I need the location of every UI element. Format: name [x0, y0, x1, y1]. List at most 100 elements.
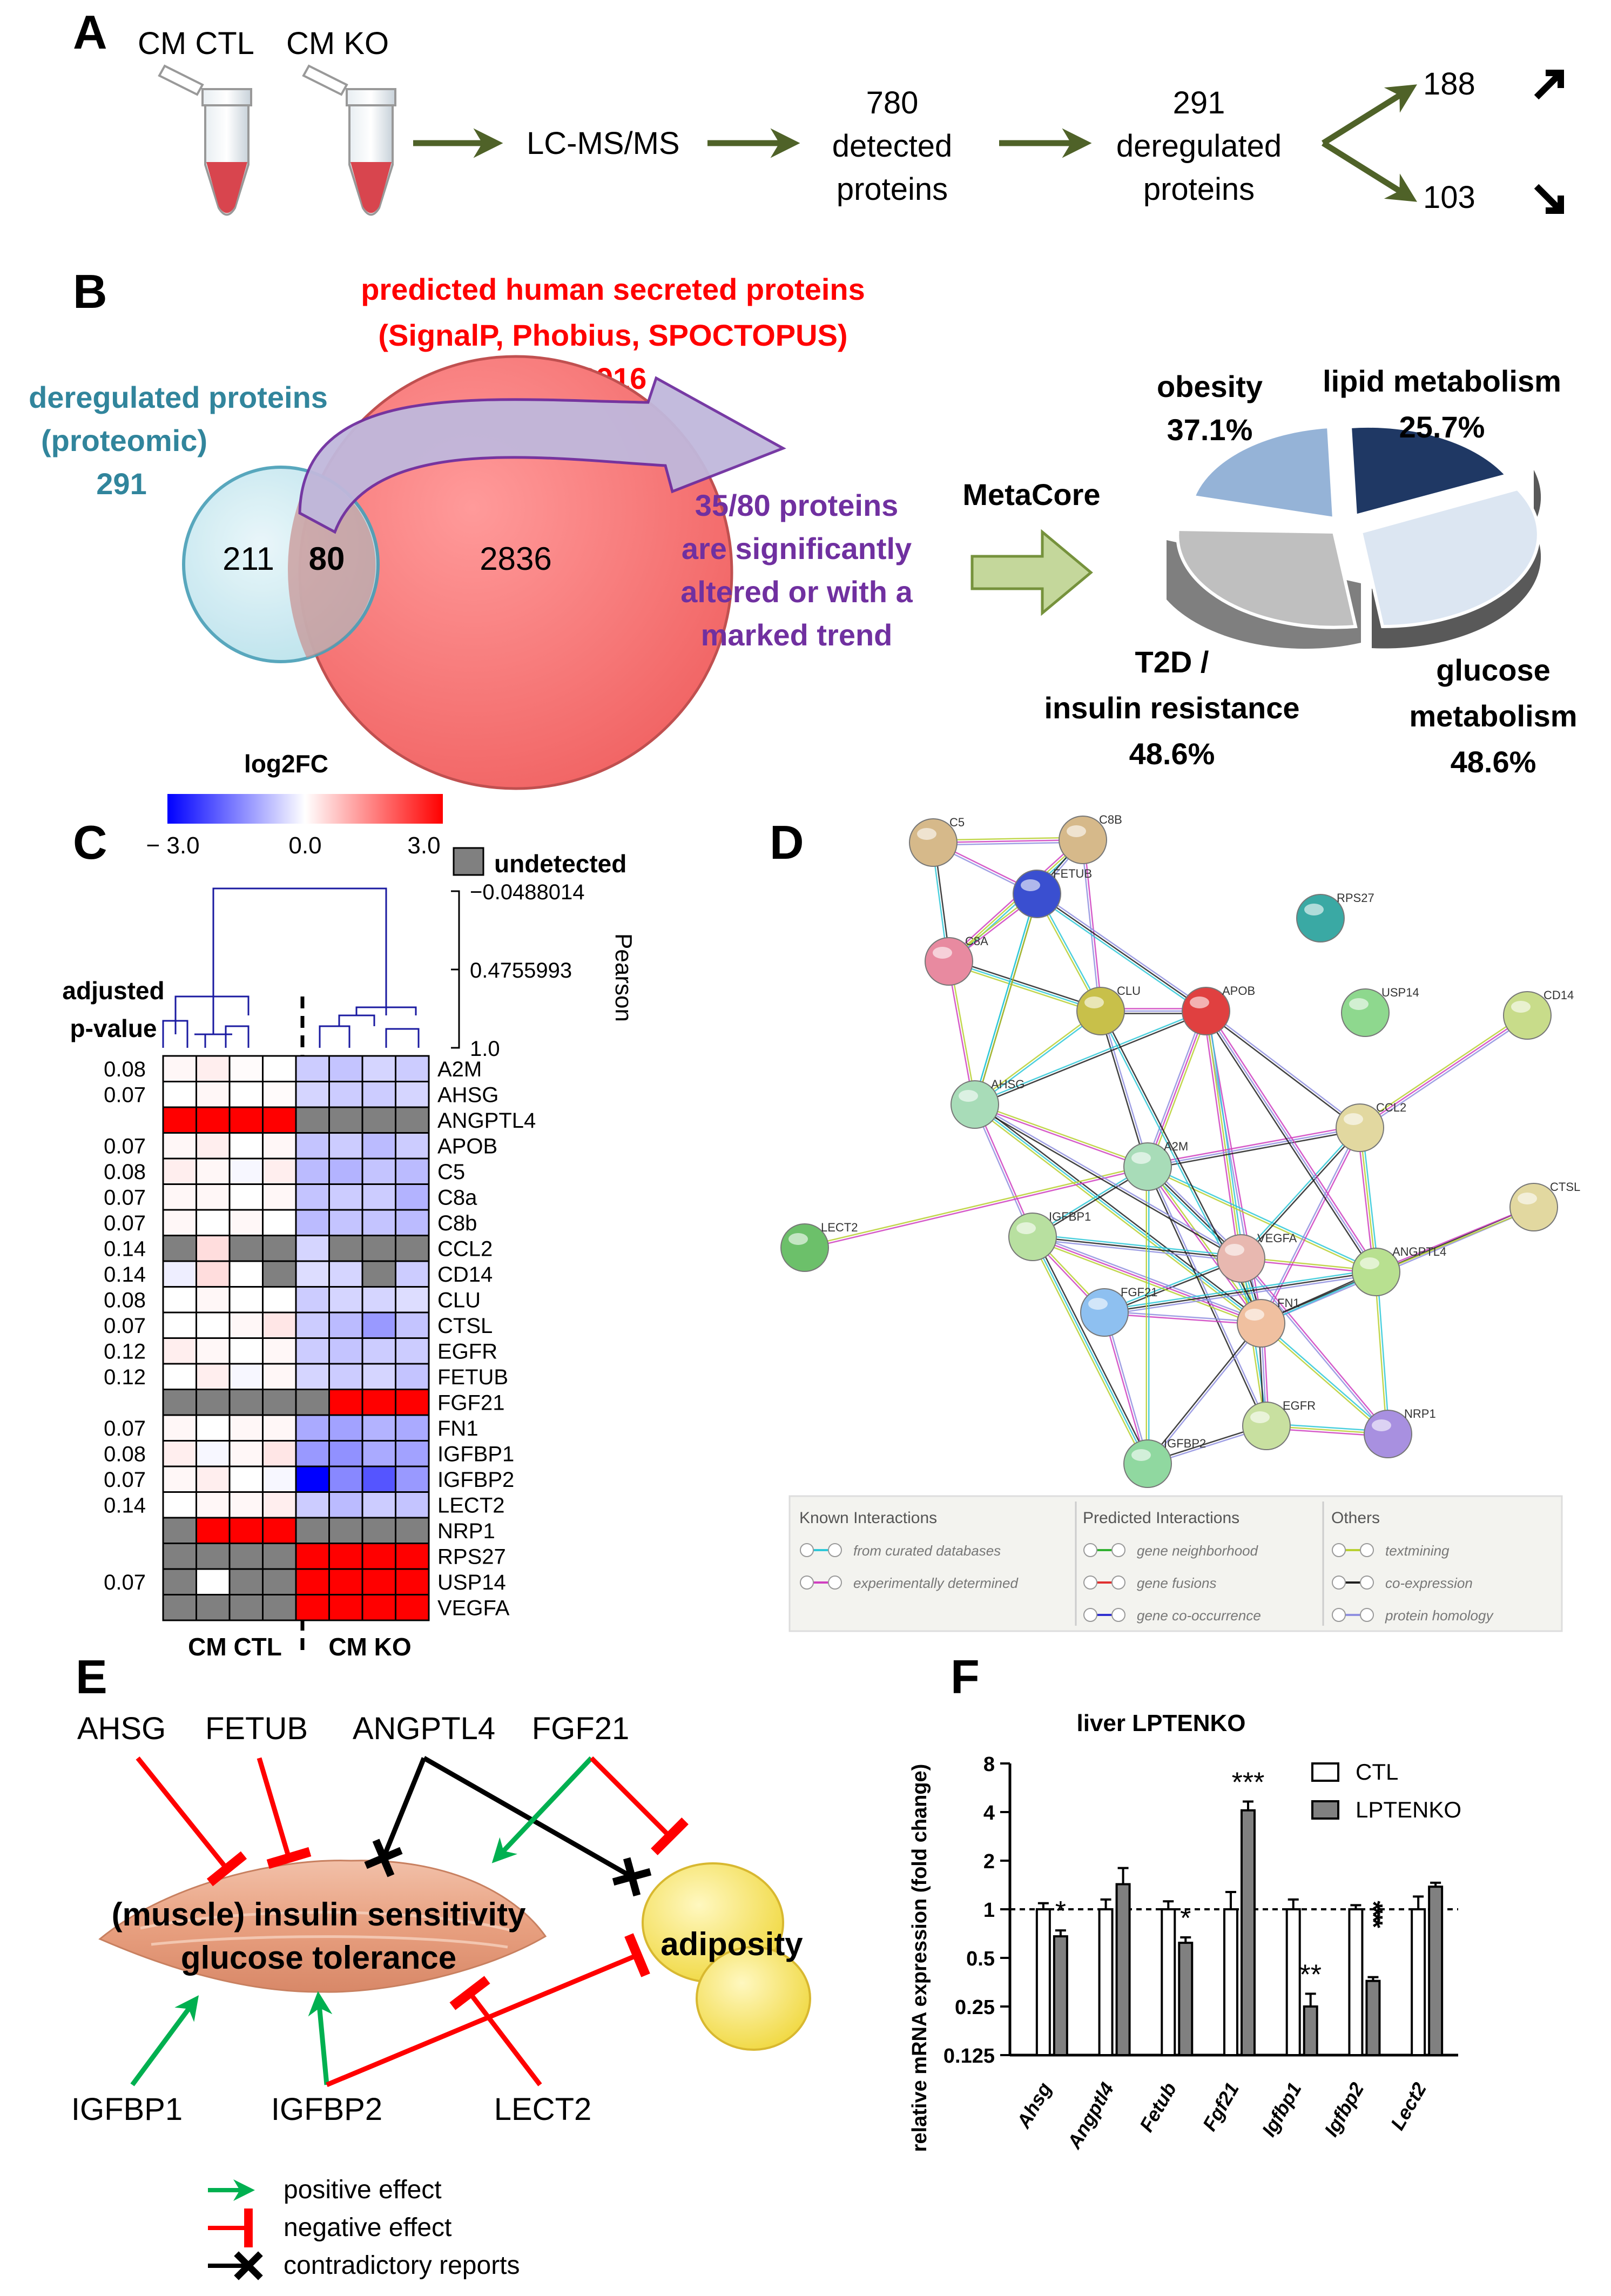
network-node[interactable]: C5: [909, 816, 965, 867]
network-node[interactable]: LECT2: [780, 1221, 858, 1272]
network-edge: [1148, 1164, 1377, 1272]
gene-label: FGF21: [437, 1391, 504, 1415]
network-node[interactable]: FGF21: [1080, 1285, 1157, 1337]
heatmap-cell: [328, 1132, 363, 1160]
tube-ctl-icon: [158, 64, 252, 216]
igfbp2-inhibit: [326, 1933, 650, 2088]
legend-node: [1332, 1575, 1346, 1590]
network-node[interactable]: CD14: [1503, 988, 1574, 1040]
x-tick-label: Igfbp1: [1257, 2079, 1305, 2140]
heatmap-cell: [328, 1491, 363, 1519]
x-tick-label: Ahsg: [1012, 2078, 1056, 2132]
gene-label: FETUB: [437, 1365, 508, 1389]
network-node[interactable]: RPS27: [1296, 891, 1374, 942]
network-node[interactable]: ANGPTL4: [1352, 1245, 1446, 1296]
overlap-count: 80: [309, 541, 345, 577]
heatmap-cell: [395, 1157, 430, 1185]
network-node[interactable]: IGFBP2: [1123, 1437, 1206, 1488]
heatmap-cell: [162, 1440, 197, 1467]
heatmap-cell: [395, 1594, 430, 1621]
chart-ylabel: relative mRNA expression (fold change): [908, 1764, 931, 2152]
node-highlight: [933, 947, 952, 959]
legend-ko-label: LPTENKO: [1356, 1797, 1461, 1822]
muscle-icon: [98, 1860, 547, 1993]
legend-node: [1083, 1608, 1097, 1622]
adiposity-label: adiposity: [660, 1926, 803, 1962]
heatmap-cell: [295, 1491, 330, 1519]
network-node[interactable]: A2M: [1123, 1140, 1188, 1191]
network-node[interactable]: AHSG: [951, 1078, 1024, 1129]
network-node[interactable]: CLU: [1076, 984, 1141, 1035]
network-edge: [1241, 1128, 1361, 1260]
ahsg-inhibit: [136, 1756, 247, 1887]
heatmap-cell: [361, 1132, 396, 1160]
node-label: AHSG: [991, 1078, 1024, 1091]
heatmap-cell: [295, 1235, 330, 1262]
error-bar: [1305, 1992, 1316, 2007]
heatmap-cell: [328, 1081, 363, 1108]
network-node[interactable]: FN1: [1237, 1296, 1300, 1348]
heatmap-cell: [361, 1491, 396, 1519]
network-node[interactable]: FETUB: [1013, 867, 1092, 918]
bar: [1428, 1886, 1444, 2057]
bar: [1115, 1883, 1131, 2056]
node-label: C8A: [965, 934, 988, 948]
network-edge: [948, 963, 1100, 1014]
heatmap-cell: [262, 1363, 297, 1390]
network-node[interactable]: EGFR: [1242, 1399, 1316, 1450]
heatmap-cell: [262, 1311, 297, 1339]
network-node[interactable]: C8B: [1059, 813, 1122, 864]
heatmap-cell: [162, 1543, 197, 1570]
heatmap-cell: [162, 1491, 197, 1519]
pie-slice-obesity: [1191, 425, 1336, 521]
heatmap-cell: [328, 1337, 363, 1365]
panel-label-c: C: [73, 816, 107, 869]
heatmap-cell: [228, 1132, 264, 1160]
network-node[interactable]: IGFBP1: [1008, 1210, 1091, 1261]
heatmap-cell: [228, 1440, 264, 1467]
network-node[interactable]: APOB: [1182, 984, 1255, 1035]
legend-node: [1083, 1543, 1097, 1557]
network-edge: [1239, 1126, 1360, 1258]
heatmap-cell: [295, 1286, 330, 1314]
bar: [1241, 1809, 1256, 2057]
panel-label-d: D: [770, 816, 804, 869]
legend-text: experimentally determined: [853, 1575, 1019, 1591]
node-highlight: [1245, 1309, 1264, 1321]
network-node[interactable]: USP14: [1341, 986, 1419, 1037]
network-edge: [933, 837, 1083, 841]
heatmap-cell: [328, 1106, 363, 1134]
pvalue-label: 0.14: [104, 1494, 146, 1518]
network-edge: [1103, 1256, 1241, 1312]
heatmap-cell: [328, 1517, 363, 1544]
network-edge: [1149, 1012, 1209, 1168]
network-node[interactable]: CCL2: [1336, 1101, 1406, 1152]
legend-text: gene neighborhood: [1137, 1543, 1259, 1559]
gene-ahsg: AHSG: [77, 1711, 166, 1746]
error-bar: [1037, 1902, 1049, 1909]
network-node[interactable]: CTSL: [1509, 1180, 1580, 1231]
network-node[interactable]: C8A: [925, 934, 988, 986]
network-edge: [1208, 1011, 1244, 1258]
network-edge: [1036, 893, 1206, 1012]
center-line-2: glucose tolerance: [181, 1940, 456, 1976]
pie-glucose-pct: 48.6%: [1451, 745, 1536, 779]
network-edge: [973, 1009, 1101, 1105]
gene-label: CTSL: [437, 1314, 493, 1338]
heatmap-cell: [228, 1235, 264, 1262]
network-node[interactable]: VEGFA: [1217, 1231, 1297, 1283]
scale-min: − 3.0: [146, 832, 199, 859]
network-edge: [1203, 1012, 1375, 1274]
split-arrow-up: [1322, 84, 1417, 146]
heatmap-cell: [162, 1389, 197, 1416]
heatmap-cell: [196, 1286, 231, 1314]
down-arrow-icon: [1534, 184, 1564, 214]
heatmap-cell: [328, 1363, 363, 1390]
heatmap-cell: [361, 1260, 396, 1288]
heatmap-cell: [196, 1157, 231, 1185]
heatmap-cell: [295, 1311, 330, 1339]
network-node[interactable]: NRP1: [1364, 1407, 1436, 1458]
error-bar: [1367, 1976, 1379, 1981]
network-edge: [948, 960, 1101, 1012]
